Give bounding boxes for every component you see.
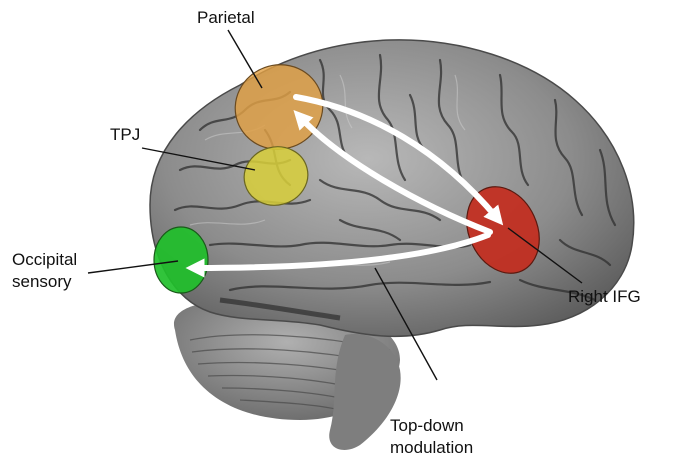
parietal-label: Parietal	[197, 8, 255, 28]
parietal-leader-line	[228, 30, 262, 88]
tpj-label: TPJ	[110, 125, 140, 145]
occipital-label-line2: sensory	[12, 272, 72, 292]
occipital-region	[154, 227, 208, 293]
occipital-label-line1: Occipital	[12, 250, 77, 270]
right-ifg-label: Right IFG	[568, 287, 641, 307]
topdown-label-line1: Top-down	[390, 416, 464, 436]
topdown-label-line2: modulation	[390, 438, 473, 458]
